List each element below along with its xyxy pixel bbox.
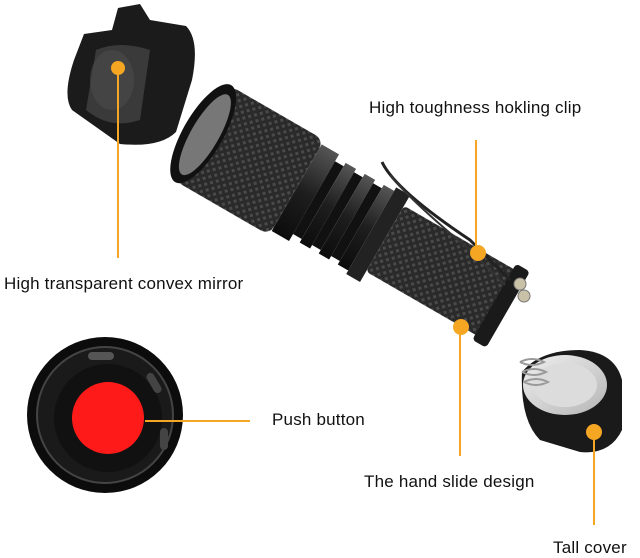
callout-tail-cover: Tall cover	[553, 538, 627, 557]
clip	[380, 161, 512, 282]
callout-convex-mirror: High transparent convex mirror	[4, 274, 244, 293]
tail-cap	[519, 350, 622, 453]
callout-clip: High toughness hokling clip	[369, 98, 582, 117]
callout-push-button: Push button	[272, 410, 365, 429]
callout-hand-slide: The hand slide design	[364, 472, 535, 491]
flashlight-body	[170, 84, 529, 347]
red-button	[72, 382, 144, 454]
push-button-closeup	[27, 337, 183, 493]
callout-lines	[111, 61, 602, 525]
lens-cap	[67, 4, 195, 145]
